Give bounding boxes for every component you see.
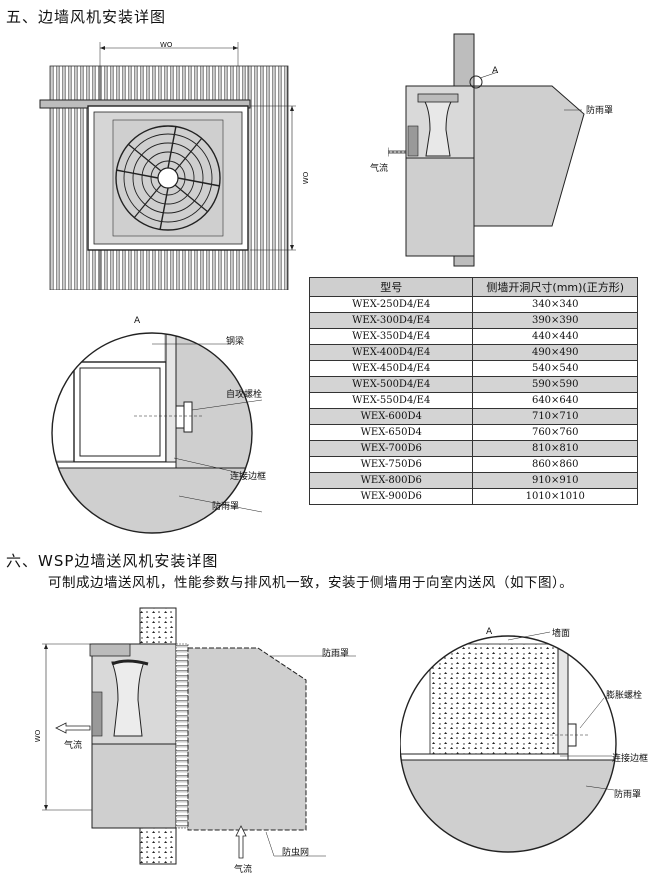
table-cell-model: WEX-350D4/E4 bbox=[308, 328, 474, 345]
table-cell-size: 490×490 bbox=[472, 344, 638, 361]
table-cell-size: 640×640 bbox=[472, 392, 638, 409]
table-cell-size: 590×590 bbox=[472, 376, 638, 393]
table-cell-size: 810×810 bbox=[472, 440, 638, 457]
side-view-drawing bbox=[388, 33, 585, 267]
table-header-model: 型号 bbox=[308, 277, 474, 297]
label-frame-5: 连接边框 bbox=[230, 472, 267, 482]
table-cell-model: WEX-800D6 bbox=[308, 472, 474, 489]
label-insect-net: 防虫网 bbox=[282, 848, 310, 858]
table-cell-model: WEX-300D4/E4 bbox=[308, 312, 474, 329]
table-cell-model: WEX-600D4 bbox=[308, 408, 474, 425]
table-cell-size: 1010×1010 bbox=[472, 488, 638, 505]
table-cell-model: WEX-450D4/E4 bbox=[308, 360, 474, 377]
label-tapping-bolt: 自攻螺栓 bbox=[226, 390, 263, 400]
table-cell-model: WEX-500D4/E4 bbox=[308, 376, 474, 393]
label-frame-6: 连接边框 bbox=[612, 754, 649, 764]
label-wall: 墙面 bbox=[552, 629, 571, 639]
table-cell-model: WEX-750D6 bbox=[308, 456, 474, 473]
label-steel-beam: 钢梁 bbox=[226, 337, 245, 347]
table-cell-size: 340×340 bbox=[472, 296, 638, 313]
table-cell-size: 440×440 bbox=[472, 328, 638, 345]
supply-side-view bbox=[42, 607, 356, 865]
table-cell-model: WEX-400D4/E4 bbox=[308, 344, 474, 361]
detail-a-wall bbox=[400, 631, 617, 853]
dim-wo-top: WO bbox=[160, 41, 173, 49]
front-view-drawing bbox=[39, 42, 296, 290]
table-cell-model: WEX-550D4/E4 bbox=[308, 392, 474, 409]
detail-a-mark-6: A bbox=[486, 627, 493, 637]
label-expansion-bolt: 膨胀螺栓 bbox=[606, 691, 643, 701]
dim-wo-supply: WO bbox=[34, 729, 43, 743]
label-airflow-bottom: 气流 bbox=[234, 865, 253, 875]
label-airflow-side: 气流 bbox=[370, 164, 389, 174]
label-rain-cover-side: 防雨罩 bbox=[586, 106, 614, 116]
table-cell-size: 760×760 bbox=[472, 424, 638, 441]
dim-wo-side: WO bbox=[302, 171, 311, 185]
table-cell-model: WEX-900D6 bbox=[308, 488, 474, 505]
section6-description: 可制成边墙送风机，性能参数与排风机一致，安装于侧墙用于向室内送风（如下图）。 bbox=[48, 575, 574, 591]
section5-title: 五、边墙风机安装详图 bbox=[6, 8, 167, 26]
label-rain-cover-supply: 防雨罩 bbox=[322, 649, 350, 659]
detail-a-mark: A bbox=[134, 316, 141, 326]
table-cell-size: 910×910 bbox=[472, 472, 638, 489]
side-detail-mark: A bbox=[492, 66, 499, 76]
detail-a-steel bbox=[51, 332, 263, 534]
table-cell-size: 710×710 bbox=[472, 408, 638, 425]
table-cell-size: 390×390 bbox=[472, 312, 638, 329]
table-cell-model: WEX-250D4/E4 bbox=[308, 296, 474, 313]
table-cell-size: 540×540 bbox=[472, 360, 638, 377]
label-rain-cover-6: 防雨罩 bbox=[614, 790, 642, 800]
section6-title: 六、WSP边墙送风机安装详图 bbox=[6, 552, 219, 570]
label-airflow-left: 气流 bbox=[64, 741, 83, 751]
label-rain-cover-5: 防雨罩 bbox=[212, 502, 240, 512]
table-cell-size: 860×860 bbox=[472, 456, 638, 473]
table-header-size: 侧墙开洞尺寸(mm)(正方形) bbox=[472, 277, 638, 297]
table-cell-model: WEX-650D4 bbox=[308, 424, 474, 441]
table-cell-model: WEX-700D6 bbox=[308, 440, 474, 457]
